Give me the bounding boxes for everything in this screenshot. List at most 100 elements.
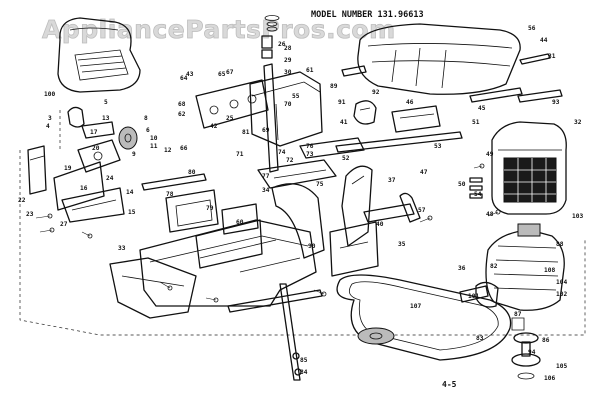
- muffler-box: [391, 105, 441, 133]
- callout-87: 87: [514, 311, 522, 318]
- hood-brace: [517, 53, 563, 103]
- callout-seat-5: 5: [104, 99, 108, 106]
- steering-rod: [279, 283, 302, 381]
- callout-14: 14: [126, 189, 134, 196]
- engine-mount-hardware: [459, 285, 525, 331]
- callout-26: 26: [278, 41, 286, 48]
- drive-belt: [336, 274, 512, 361]
- callout-23: 23: [26, 211, 34, 218]
- callout-24a: 24: [106, 175, 114, 182]
- callout-53: 53: [434, 143, 442, 150]
- callout-42: 42: [210, 123, 218, 130]
- callout-89: 89: [330, 83, 338, 90]
- fuel-tank: [249, 71, 323, 147]
- stack-hardware-top: [264, 15, 280, 32]
- callout-84: 84: [300, 369, 308, 376]
- model-number-caption: MODEL NUMBER 131.96613: [311, 10, 424, 20]
- callout-13: 13: [102, 115, 110, 122]
- callout-50: 50: [458, 181, 466, 188]
- air-filter-cover: [353, 100, 377, 125]
- callout-34: 34: [262, 187, 270, 194]
- callout-79: 79: [206, 205, 214, 212]
- callout-85: 85: [300, 357, 308, 364]
- callout-37: 37: [388, 177, 396, 184]
- callout-101: 101: [468, 293, 479, 300]
- callout-65: 65: [218, 71, 226, 78]
- rear-frame-bracket: [53, 161, 125, 223]
- seat-pivot-plate: [77, 139, 121, 173]
- callout-28: 28: [284, 45, 292, 52]
- callout-62: 62: [178, 111, 186, 118]
- floor-plate: [257, 159, 337, 189]
- callout-105: 105: [556, 363, 567, 370]
- page-number: 4-5: [442, 380, 457, 389]
- callout-43: 43: [186, 71, 194, 78]
- callout-93: 93: [552, 99, 560, 106]
- callout-15: 15: [128, 209, 136, 216]
- exploded-view-boundary: [19, 150, 586, 336]
- callout-88: 88: [556, 241, 564, 248]
- callout-108: 108: [544, 267, 555, 274]
- callout-8: 8: [144, 115, 148, 122]
- main-pulley: [357, 327, 395, 345]
- callout-74: 74: [278, 149, 286, 156]
- seat-spring-bracket: [67, 106, 115, 139]
- left-side-bracket: [27, 145, 47, 195]
- callout-11: 11: [150, 143, 158, 150]
- callout-66: 66: [180, 145, 188, 152]
- rear-step: [109, 257, 197, 319]
- callout-71: 71: [236, 151, 244, 158]
- callout-52: 52: [342, 155, 350, 162]
- left-rail: [141, 173, 207, 191]
- callout-103: 103: [572, 213, 583, 220]
- upper-rails: [299, 131, 463, 159]
- callout-19: 19: [64, 165, 72, 172]
- right-frame-rail: [329, 203, 415, 277]
- pedal-bracket: [399, 192, 421, 223]
- callout-106: 106: [544, 375, 555, 382]
- callout-100: 100: [44, 91, 55, 98]
- bolt-hardware: [35, 163, 501, 303]
- callout-73: 73: [306, 151, 314, 158]
- callout-67: 67: [226, 69, 234, 76]
- hood: [357, 23, 521, 95]
- callout-83: 83: [476, 335, 484, 342]
- callout-27: 27: [60, 221, 68, 228]
- callout-20: 20: [92, 145, 100, 152]
- engine: [475, 223, 565, 311]
- main-chassis: [139, 203, 317, 307]
- callout-80: 80: [188, 169, 196, 176]
- idler-pulley: [511, 332, 541, 380]
- callout-35: 35: [398, 241, 406, 248]
- callout-78: 78: [166, 191, 174, 198]
- callout-6: 6: [146, 127, 150, 134]
- callout-46: 46: [406, 99, 414, 106]
- callout-107: 107: [410, 303, 421, 310]
- callout-102: 102: [556, 291, 567, 298]
- callout-72: 72: [286, 157, 294, 164]
- callout-90: 90: [308, 243, 316, 250]
- callout-30: 30: [284, 69, 292, 76]
- pulley-disc: [118, 126, 138, 150]
- callout-69: 69: [262, 127, 270, 134]
- right-fender: [341, 165, 373, 247]
- callout-104: 104: [556, 279, 567, 286]
- callout-82: 82: [490, 263, 498, 270]
- callout-76: 76: [306, 143, 314, 150]
- watermark-text: AppliancePartsPros.com: [42, 15, 396, 44]
- shift-plate: [165, 189, 219, 233]
- callout-36: 36: [458, 265, 466, 272]
- callout-41: 41: [340, 119, 348, 126]
- front-hitch-bar: [227, 289, 323, 313]
- callout-47: 47: [420, 169, 428, 176]
- callout-94: 94: [528, 349, 536, 356]
- callout-31: 31: [548, 53, 556, 60]
- callout-29: 29: [284, 57, 292, 64]
- callout-9: 9: [132, 151, 136, 158]
- callout-48: 48: [486, 211, 494, 218]
- callout-70: 70: [284, 101, 292, 108]
- callout-10: 10: [150, 135, 158, 142]
- callout-44: 44: [540, 37, 548, 44]
- callout-51: 51: [472, 119, 480, 126]
